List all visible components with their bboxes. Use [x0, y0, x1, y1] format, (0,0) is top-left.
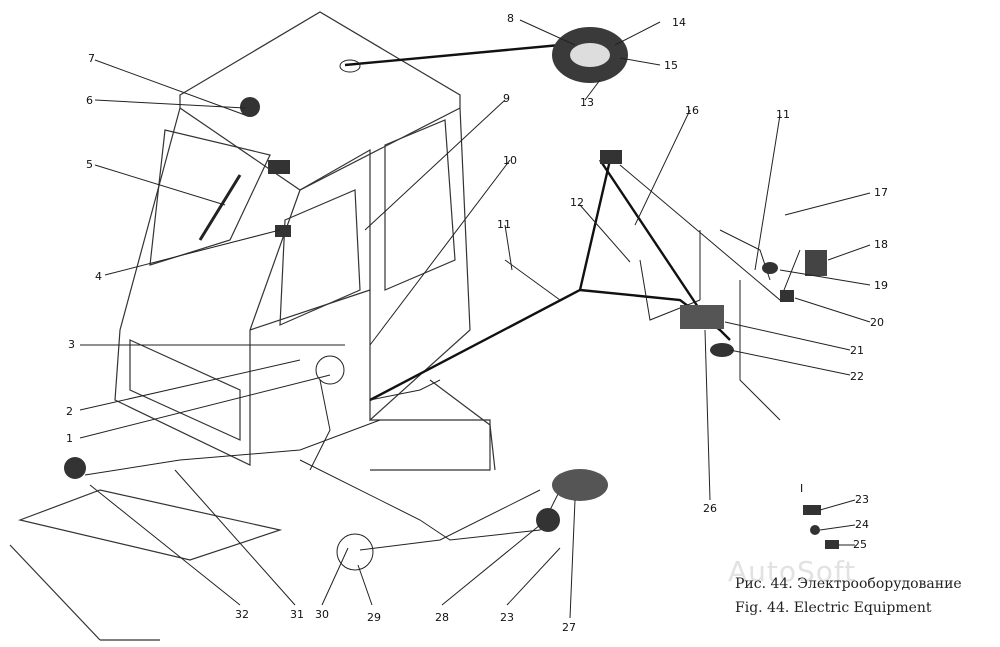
wiper-blade-icon [198, 174, 242, 241]
bulb-icon [825, 540, 839, 549]
callout-1: 1 [66, 432, 73, 445]
horn-icon [552, 469, 608, 501]
callout-4: 4 [95, 270, 102, 283]
headlight-rear-icon [240, 97, 260, 117]
dome-lamp-icon [339, 59, 361, 73]
callout-28: 28 [435, 611, 449, 624]
callout-12: 12 [570, 196, 584, 209]
callout-labels: 7 6 5 4 3 2 1 8 13 14 15 9 10 11 12 16 1… [66, 12, 888, 634]
callout-17: 17 [874, 186, 888, 199]
callout-19: 19 [874, 279, 888, 292]
bulb-assembly-icon [803, 505, 821, 515]
callout-3: 3 [68, 338, 75, 351]
callout-16: 16 [685, 104, 699, 117]
panel-lamp-icon [805, 250, 827, 276]
figure-caption-ru: Рис. 44. Электрооборудование [735, 576, 962, 592]
switch-icon [275, 225, 291, 237]
callout-6: 6 [86, 94, 93, 107]
callout-roman-I: I [800, 482, 803, 495]
relay-box-icon [680, 305, 724, 329]
callout-20: 20 [870, 316, 884, 329]
callout-26: 26 [703, 502, 717, 515]
wiper-motor-icon [268, 160, 290, 174]
cab-outline [9, 11, 496, 641]
callout-30: 30 [315, 608, 329, 621]
plug-socket-icon [336, 533, 374, 571]
callout-10: 10 [503, 154, 517, 167]
callout-2: 2 [66, 405, 73, 418]
callout-7: 7 [88, 52, 95, 65]
watermark: AutoSoft [728, 555, 857, 588]
callout-23b: 23 [855, 493, 869, 506]
washer-icon [810, 525, 820, 535]
callout-23a: 23 [500, 611, 514, 624]
socket-icon [315, 355, 345, 385]
button-icon [762, 262, 778, 274]
callout-8: 8 [507, 12, 514, 25]
callout-31: 31 [290, 608, 304, 621]
callout-5: 5 [86, 158, 93, 171]
callout-32: 32 [235, 608, 249, 621]
callout-18: 18 [874, 238, 888, 251]
callout-27: 27 [562, 621, 576, 634]
leader-lines [79, 19, 871, 619]
callout-21: 21 [850, 344, 864, 357]
components [64, 27, 839, 571]
switch-small-icon [780, 290, 794, 302]
callout-25: 25 [853, 538, 867, 551]
connector-icon [600, 150, 622, 164]
callout-11a: 11 [497, 218, 511, 231]
callout-14: 14 [672, 16, 686, 29]
callout-11b: 11 [776, 108, 790, 121]
work-lamp-icon [536, 508, 560, 532]
headlight-front-icon [64, 457, 86, 479]
callout-9: 9 [503, 92, 510, 105]
callout-13: 13 [580, 96, 594, 109]
callout-15: 15 [664, 59, 678, 72]
figure-caption-en: Fig. 44. Electric Equipment [735, 600, 932, 616]
signal-lamp-icon [710, 343, 734, 357]
callout-22: 22 [850, 370, 864, 383]
callout-29: 29 [367, 611, 381, 624]
callout-24: 24 [855, 518, 869, 531]
